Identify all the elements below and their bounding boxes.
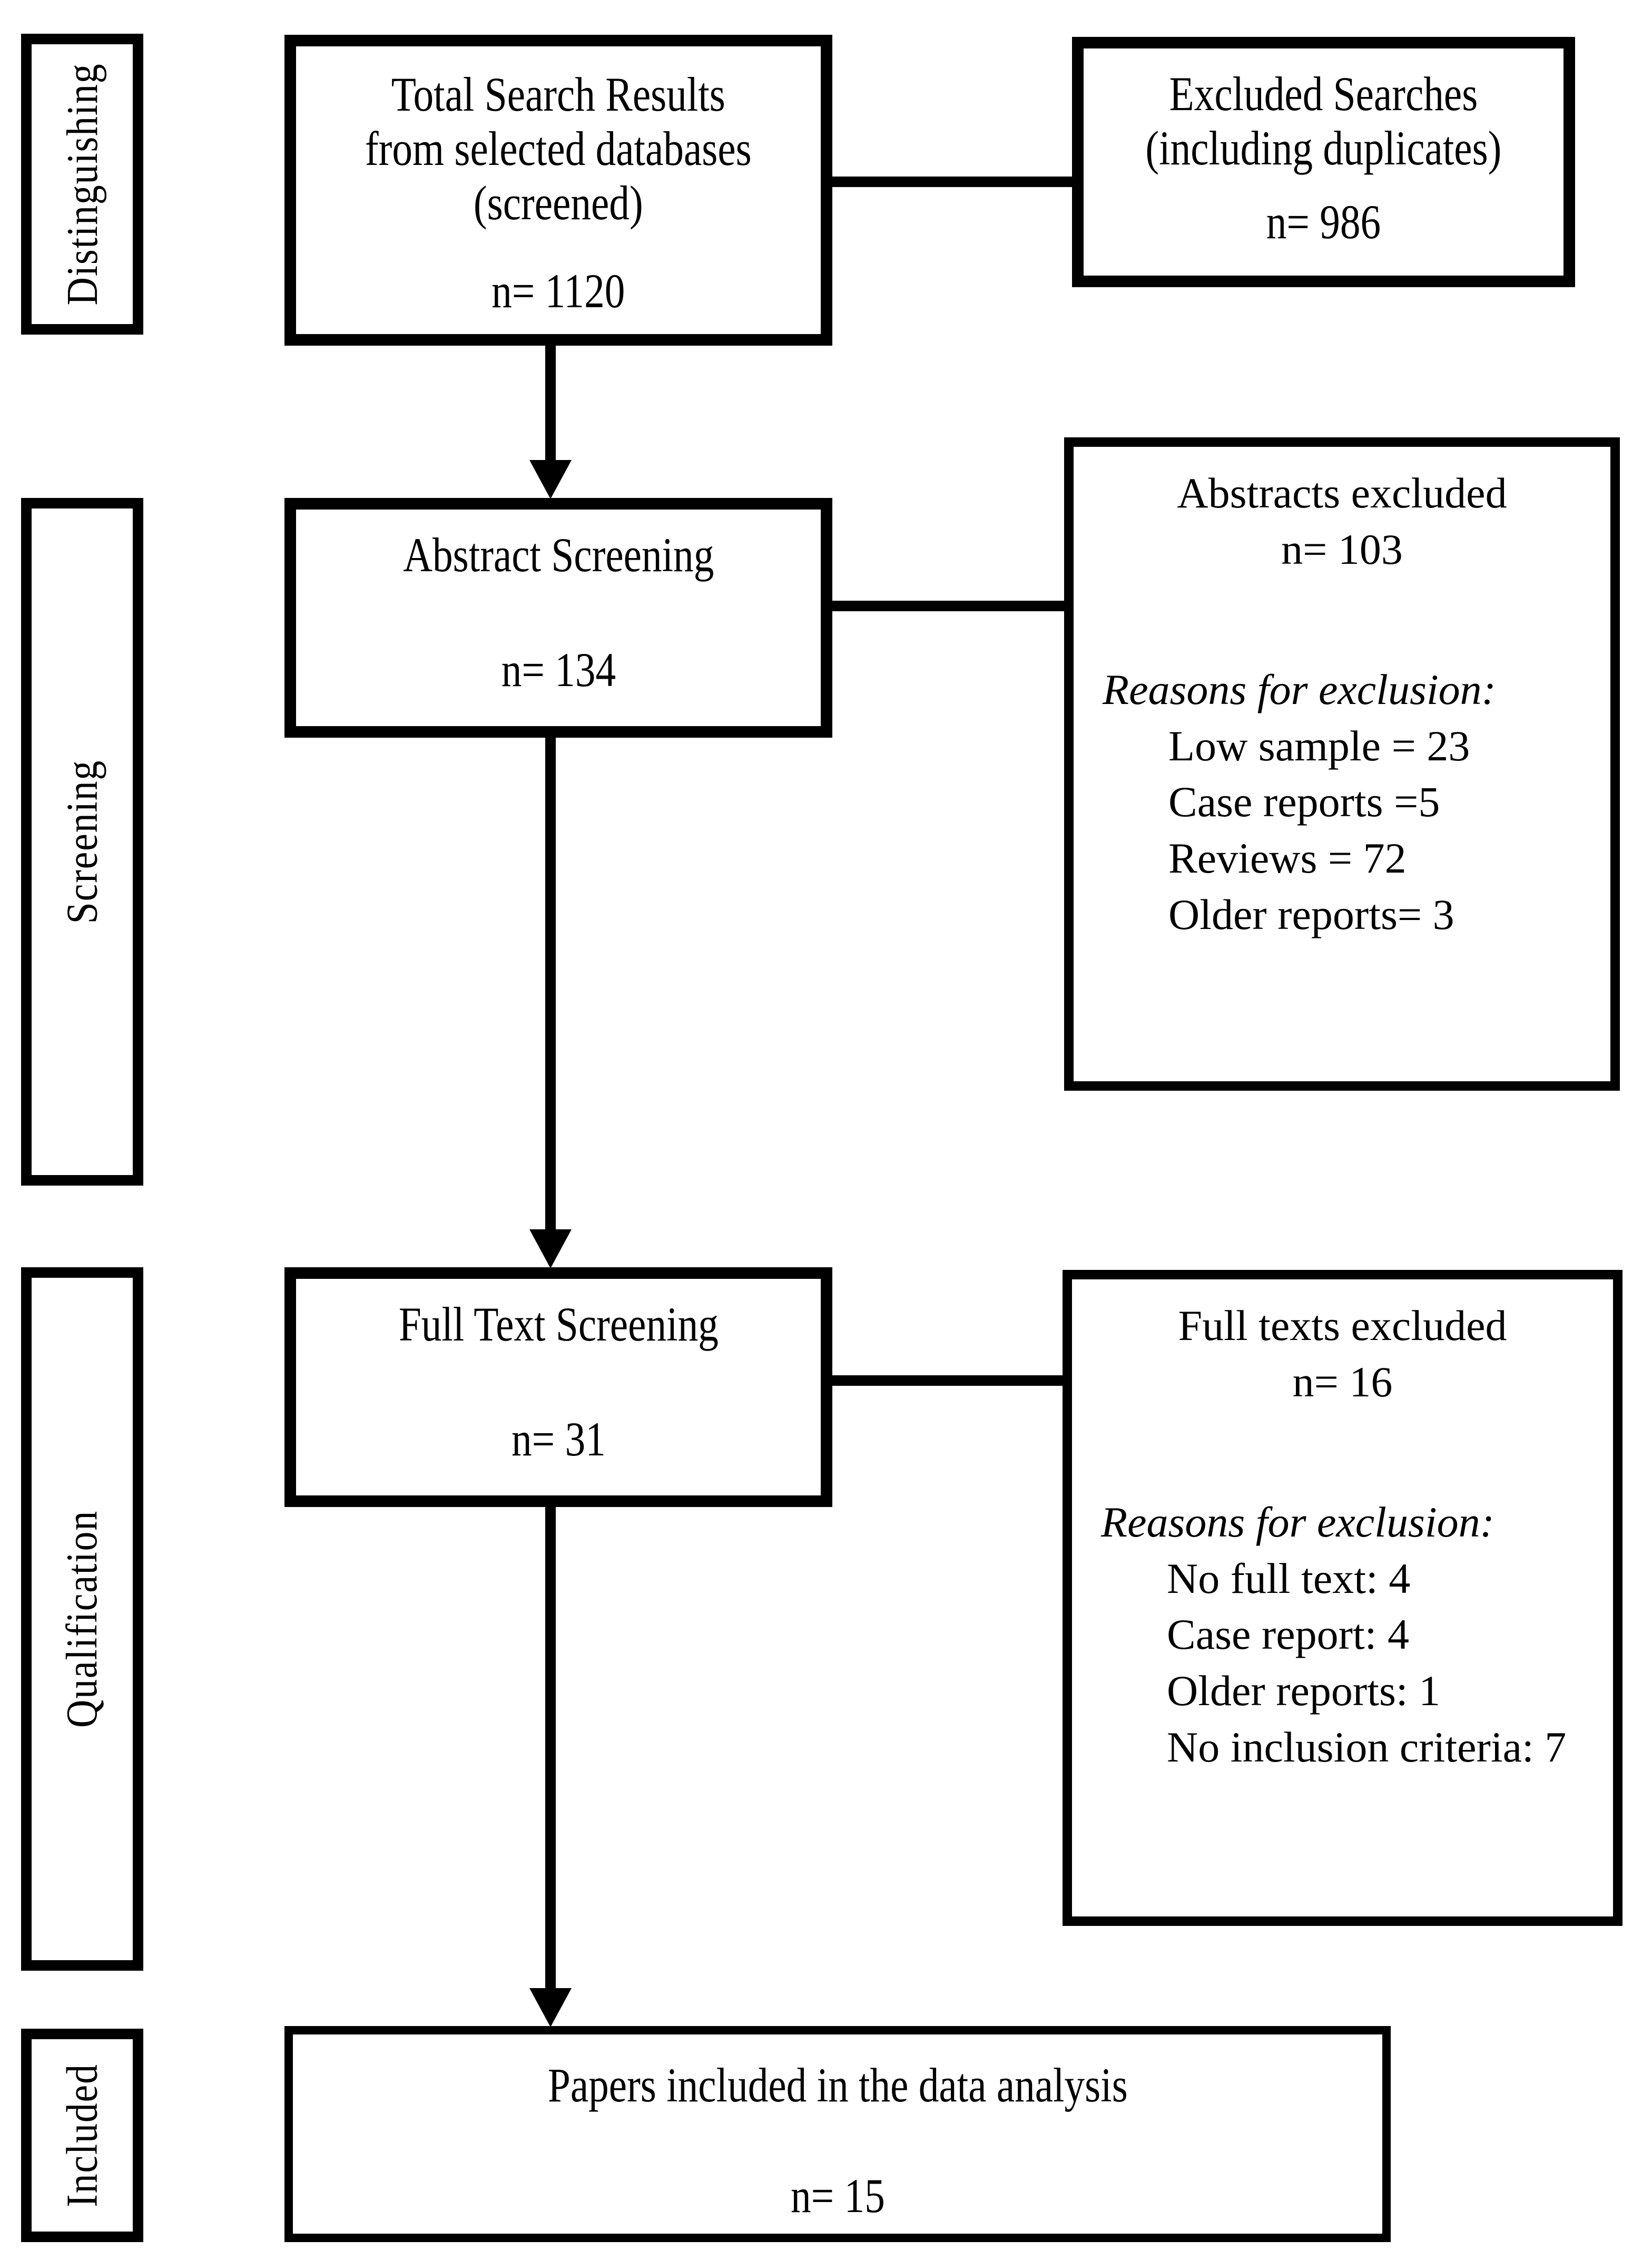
count-label: n= 31 — [511, 1412, 606, 1466]
stage-label-text: Included — [57, 2063, 107, 2207]
reason-item: Older reports= 3 — [1168, 890, 1454, 938]
arrow-line-total-to-abstract — [545, 343, 556, 466]
box-title: Total Search Results from selected datab… — [365, 67, 752, 230]
reasons-heading: Reasons for exclusion: — [1101, 1498, 1494, 1547]
title-line-1: Excluded Searches — [1169, 67, 1478, 121]
box-title: Full texts excluded n= 16 — [1072, 1298, 1613, 1410]
box-title: Papers included in the data analysis — [547, 2058, 1128, 2112]
reason-item: No inclusion criteria: 7 — [1167, 1723, 1567, 1771]
arrow-down-icon — [529, 1988, 572, 2027]
box-title: Abstract Screening — [402, 528, 714, 582]
box-title: Full Text Screening — [398, 1297, 719, 1351]
arrow-line-abstract-to-fulltext — [545, 735, 556, 1236]
count-label: n= 16 — [1292, 1357, 1393, 1406]
stage-label-qualification: Qualification — [21, 1267, 143, 1971]
count-label: n= 103 — [1281, 525, 1403, 573]
title-line-1: Total Search Results — [391, 67, 726, 121]
box-title: Excluded Searches (including duplicates) — [1145, 67, 1501, 175]
title-line-3: (screened) — [474, 176, 643, 230]
connector-total-to-excluded — [827, 177, 1072, 187]
stage-label-text: Qualification — [57, 1510, 107, 1728]
full-texts-excluded-box: Full texts excluded n= 16 Reasons for ex… — [1063, 1270, 1622, 1926]
spacer — [1074, 578, 1610, 662]
papers-included-box: Papers included in the data analysis n= … — [284, 2026, 1391, 2242]
stage-label-distinguishing: Distinguishing — [21, 34, 143, 335]
connector-abstract-to-excluded — [827, 601, 1064, 611]
count-label: n= 1120 — [491, 263, 625, 318]
abstracts-excluded-box: Abstracts excluded n= 103 Reasons for ex… — [1064, 437, 1620, 1091]
title-line-1: Full texts excluded — [1178, 1302, 1507, 1349]
count-label: n= 134 — [501, 642, 616, 697]
title-line-2: from selected databases — [365, 122, 752, 176]
reason-item: Case report: 4 — [1167, 1610, 1409, 1659]
title-line-2: (including duplicates) — [1145, 121, 1502, 175]
count-label: n= 986 — [1266, 194, 1381, 249]
reason-item: Low sample = 23 — [1168, 721, 1470, 770]
excluded-searches-box: Excluded Searches (including duplicates)… — [1072, 37, 1575, 287]
title-line-1: Abstracts excluded — [1177, 469, 1507, 517]
connector-fulltext-to-excluded — [827, 1375, 1063, 1386]
full-text-screening-box: Full Text Screening n= 31 — [284, 1267, 832, 1507]
reason-item: Case reports =5 — [1168, 778, 1440, 826]
reason-item: Reviews = 72 — [1168, 834, 1407, 882]
count-label: n= 15 — [790, 2168, 885, 2223]
total-search-results-box: Total Search Results from selected datab… — [284, 35, 832, 346]
spacer — [1072, 1410, 1613, 1494]
arrow-line-fulltext-to-included — [545, 1504, 556, 1994]
exclusion-reasons: Reasons for exclusion: No full text: 4 C… — [1072, 1494, 1613, 1775]
reasons-heading: Reasons for exclusion: — [1103, 666, 1496, 714]
stage-label-text: Distinguishing — [57, 63, 107, 306]
arrow-down-icon — [529, 1229, 572, 1268]
stage-label-screening: Screening — [21, 498, 143, 1186]
box-title: Abstracts excluded n= 103 — [1074, 465, 1610, 578]
arrow-down-icon — [529, 460, 572, 499]
stage-label-included: Included — [21, 2029, 143, 2242]
stage-label-text: Screening — [57, 759, 107, 924]
abstract-screening-box: Abstract Screening n= 134 — [284, 498, 832, 738]
reason-item: No full text: 4 — [1167, 1554, 1411, 1602]
reason-item: Older reports: 1 — [1167, 1666, 1441, 1715]
exclusion-reasons: Reasons for exclusion: Low sample = 23 C… — [1074, 662, 1610, 943]
